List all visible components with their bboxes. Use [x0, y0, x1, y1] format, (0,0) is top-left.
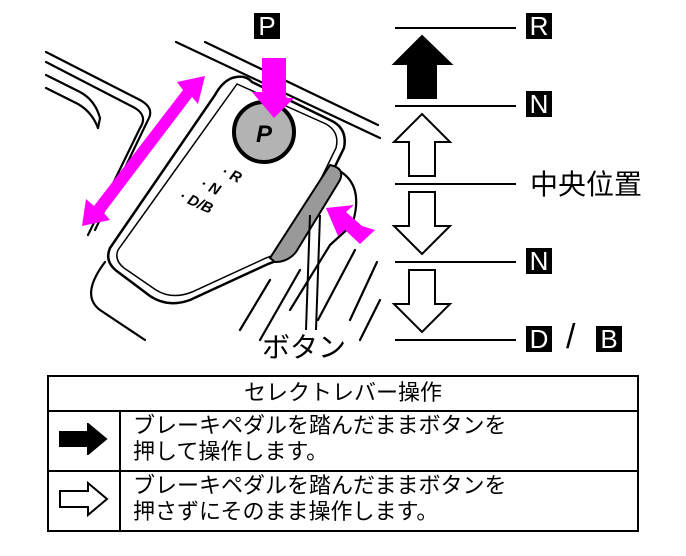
move-lever-double-arrow-icon	[82, 76, 205, 226]
table-row: ブレーキペダルを踏んだままボタンを 押さずにそのまま操作します。	[47, 470, 639, 532]
magenta-arrows	[82, 58, 375, 244]
button-label: ボタン	[262, 331, 347, 364]
table-header: セレクトレバー操作	[47, 375, 639, 412]
shift-lever-illustration: P · R · N · D/B	[44, 27, 516, 342]
badge-d: D	[526, 326, 552, 352]
badge-p-top: P	[254, 13, 280, 39]
park-button[interactable]: P	[232, 100, 296, 164]
row-text-line2: 押さずにそのまま操作します。	[133, 500, 439, 525]
shift-position-lines	[395, 27, 516, 341]
row-text-line1: ブレーキペダルを踏んだままボタンを	[133, 474, 507, 499]
table-row: ブレーキペダルを踏んだままボタンを 押して操作します。	[47, 410, 639, 472]
arrow-up-filled-icon	[391, 34, 454, 99]
row-text-line2: 押して操作します。	[133, 440, 329, 465]
badge-n-lower: N	[526, 248, 552, 274]
arrow-down-outline-icon	[391, 191, 453, 256]
arrow-down-outline-icon-2	[391, 269, 453, 334]
press-button-arrow-icon	[326, 205, 375, 244]
button-leader-lines	[305, 214, 321, 331]
knob-p-label: P	[256, 121, 273, 148]
shift-lever[interactable]	[107, 75, 346, 305]
press-p-arrow-icon	[252, 58, 294, 118]
outline-arrow-right-icon	[59, 480, 109, 518]
badge-n-upper: N	[526, 91, 552, 117]
d-b-separator: /	[566, 318, 576, 356]
badge-b: B	[596, 326, 622, 352]
lever-mark-r: · R	[219, 163, 244, 187]
center-position-label: 中央位置	[530, 168, 643, 201]
filled-arrow-right-icon	[59, 421, 108, 457]
badge-r: R	[526, 13, 552, 39]
arrow-up-outline-icon	[391, 112, 453, 177]
operation-legend-table: セレクトレバー操作 ブレーキペダルを踏んだままボタンを 押して操作します。 ブレ…	[47, 375, 639, 532]
row-text-line1: ブレーキペダルを踏んだままボタンを	[133, 414, 507, 439]
